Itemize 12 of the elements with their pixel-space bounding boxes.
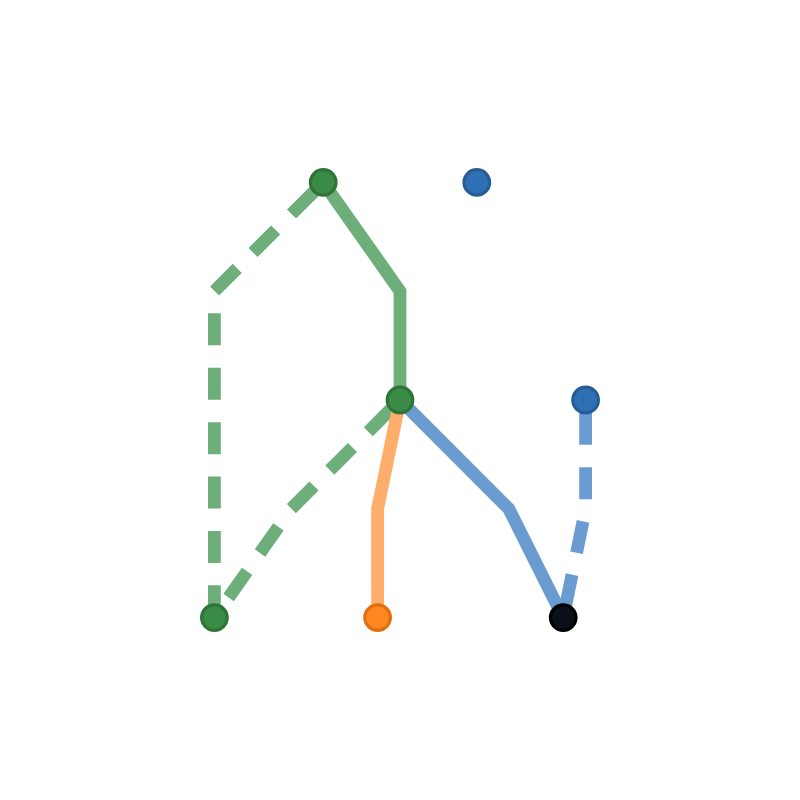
- connector: [208, 186, 319, 605]
- node-circle: [462, 168, 492, 197]
- node-circle: [308, 168, 338, 197]
- node-circle: [548, 603, 578, 632]
- node-circle: [200, 603, 229, 632]
- connector: [371, 411, 404, 605]
- connector: [559, 412, 592, 607]
- connector: [404, 404, 564, 610]
- connector: [325, 189, 407, 388]
- node-circle: [385, 385, 415, 415]
- node-circle: [571, 385, 600, 415]
- node-circle: [363, 603, 392, 632]
